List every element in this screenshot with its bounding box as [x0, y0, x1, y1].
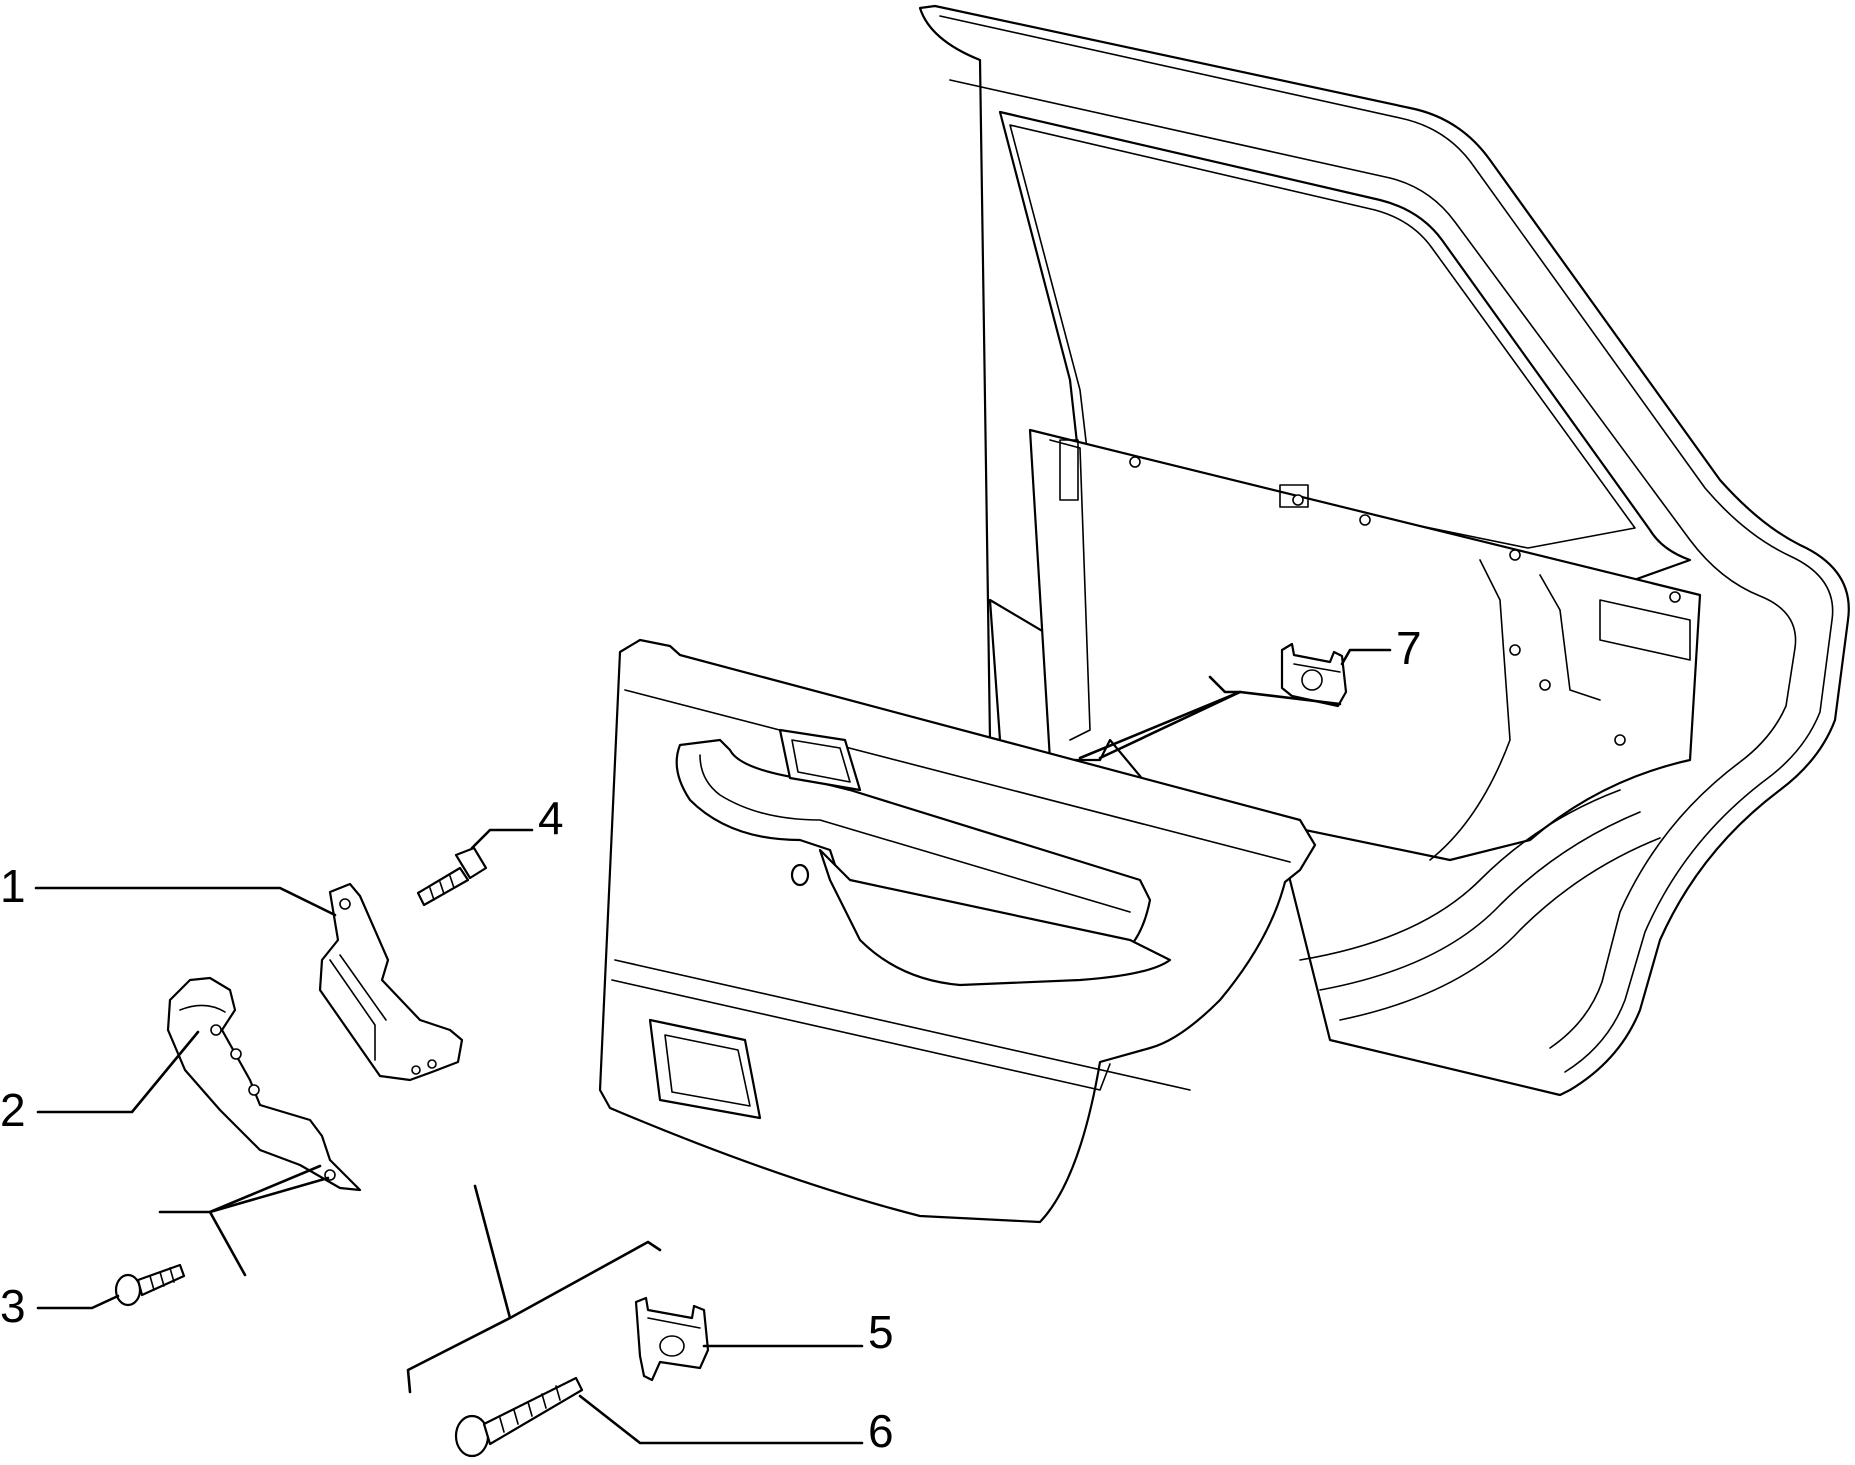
- callout-6: 6: [868, 1405, 894, 1457]
- part-6-long-screw: [454, 1376, 584, 1458]
- callout-3: 3: [0, 1280, 26, 1332]
- part-3-screw: [114, 1263, 186, 1307]
- leader-1: [34, 886, 337, 917]
- callout-4: 4: [538, 792, 564, 844]
- leader-lines: [34, 648, 1392, 1445]
- part-4-stud-bolt: [416, 846, 488, 907]
- leader-4: [470, 828, 534, 850]
- callout-7: 7: [1396, 622, 1422, 674]
- callout-labels: 1 2 3 4 5 6 7: [0, 622, 1422, 1457]
- door-trim-panel: [598, 638, 1317, 1224]
- leader-6: [578, 1394, 864, 1445]
- part-2-armrest-cover: [166, 976, 362, 1192]
- leader-7: [1340, 648, 1392, 666]
- callout-5: 5: [868, 1306, 894, 1358]
- part-1-handle-bracket: [318, 882, 464, 1082]
- part-7-clip: [1280, 642, 1348, 708]
- leader-2: [36, 1030, 200, 1114]
- callout-1: 1: [0, 860, 26, 912]
- door-shell: [918, 4, 1850, 1097]
- leader-3: [36, 1294, 120, 1310]
- callout-2: 2: [0, 1084, 26, 1136]
- part-5-clip: [634, 1296, 710, 1382]
